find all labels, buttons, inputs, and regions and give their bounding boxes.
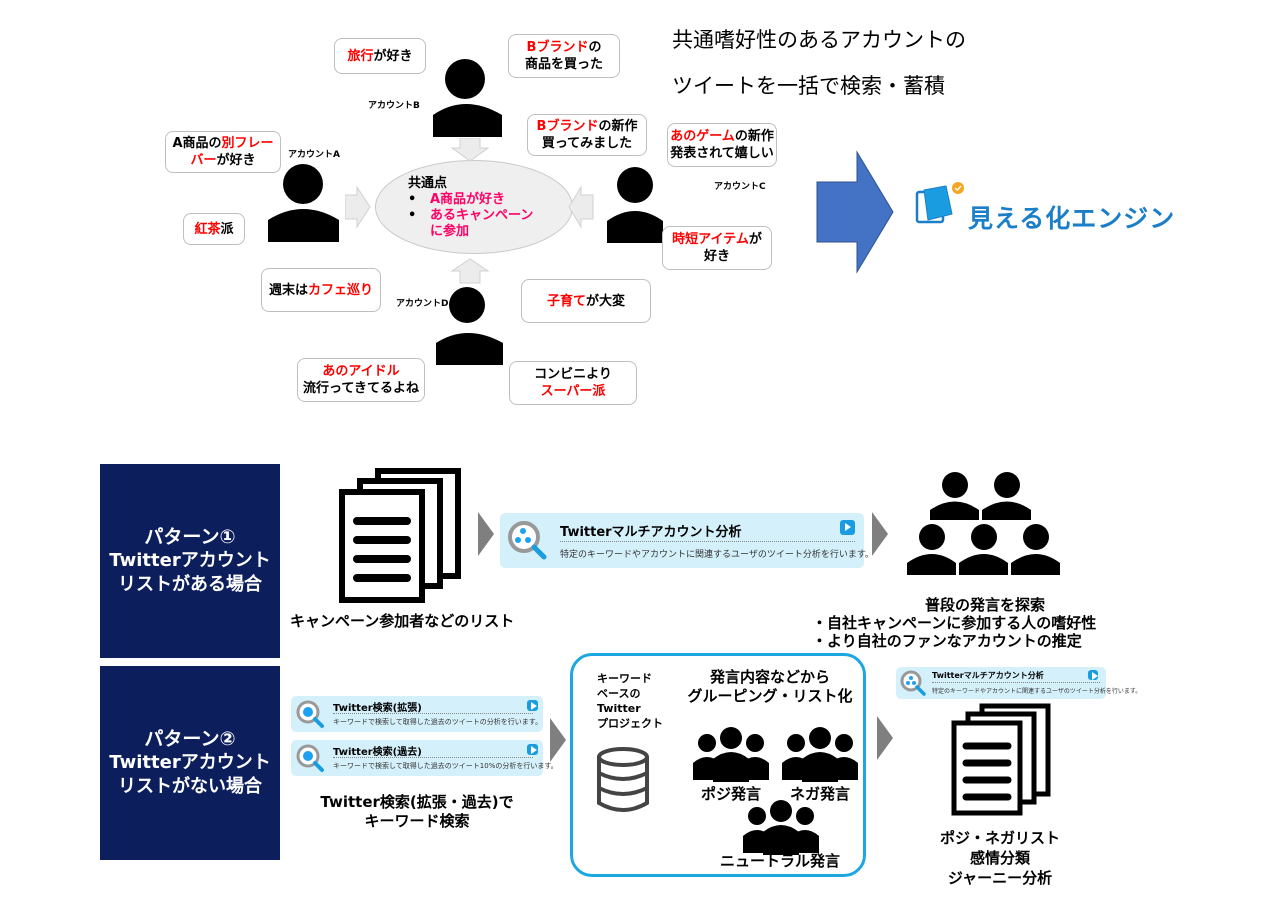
search-caption-line-2: キーワード検索: [364, 812, 470, 830]
play-icon[interactable]: [527, 744, 538, 755]
card-divider: [932, 682, 1100, 683]
account-d-label: アカウントD: [396, 299, 449, 309]
arrow-up-from-d: [450, 258, 490, 284]
bubble-d-child: 子育てが大変: [521, 279, 651, 323]
database-icon: [597, 747, 649, 812]
result-line-2: ・自社キャンペーンに参加する人の嗜好性: [812, 614, 1097, 632]
twitter-search-magnifier-icon: [508, 521, 547, 560]
positive-group-icon: [693, 727, 769, 782]
flow-arrow: [872, 512, 888, 556]
result2-line-2: 感情分類: [969, 849, 1030, 867]
twitter-search-magnifier-icon: [900, 670, 926, 696]
play-icon[interactable]: [840, 520, 855, 535]
mieruka-engine-logo-icon: [915, 182, 964, 224]
bullet: •: [408, 192, 417, 207]
headline-line-1: 共通嗜好性のあるアカウントの: [672, 28, 966, 52]
card-title: Twitter検索(拡張): [333, 703, 422, 714]
group-label-negative: ネガ発言: [789, 785, 850, 803]
card-divider: [333, 757, 533, 758]
project-label: キーワード ベースの Twitter プロジェクト: [597, 672, 663, 730]
arrow-left-from-c: [568, 185, 594, 229]
result-multi-account-card[interactable]: Twitterマルチアカウント分析 特定のキーワードやアカウントに関連するユーザ…: [896, 667, 1141, 699]
bubble-c-brand: Bブランドの新作 買ってみました: [527, 114, 647, 156]
flow-arrow: [550, 718, 566, 762]
common-points-ellipse: [375, 160, 573, 254]
pattern2-title: パターン②: [144, 728, 236, 750]
common-points-text: 共通点 • A商品が好き • あるキャンペーン に参加: [408, 176, 533, 240]
pattern2-sub1: Twitterアカウント: [109, 752, 271, 773]
common-item-2: あるキャンペーン: [430, 208, 534, 223]
result2-line-3: ジャーニー分析: [947, 869, 1053, 887]
negative-group-icon: [782, 727, 858, 782]
play-icon[interactable]: [1088, 670, 1098, 681]
search-caption-line-1: Twitter検索(拡張・過去)で: [320, 793, 514, 811]
account-b-label: アカウントB: [368, 101, 420, 111]
pattern2-box: パターン② Twitterアカウント リストがない場合: [100, 666, 280, 860]
pattern1-sub2: リストがある場合: [118, 574, 262, 595]
card-description: 特定のキーワードやアカウントに関連するユーザのツイート分析を行います。: [932, 688, 1142, 695]
group-people-icon: [907, 472, 1060, 575]
bubble-d-idol: あのアイドル 流行ってきてるよね: [297, 358, 425, 402]
play-icon[interactable]: [527, 700, 538, 711]
card-description: 特定のキーワードやアカウントに関連するユーザのツイート分析を行います。: [560, 550, 874, 560]
result-document-stack-icon: [951, 703, 1051, 816]
group-label-positive: ポジ発言: [700, 785, 761, 803]
bubble-a-tea: 紅茶派: [183, 213, 245, 245]
multi-account-analysis-card[interactable]: Twitterマルチアカウント分析 特定のキーワードやアカウントに関連するユーザ…: [500, 513, 874, 568]
bubble-b-brand: Bブランドの 商品を買った: [508, 34, 620, 78]
person-icon-account-b: [433, 59, 502, 137]
twitter-search-extended-card[interactable]: Twitter検索(拡張) キーワードで検索して取得した過去のツイートの分析を行…: [291, 696, 543, 732]
twitter-search-icon: [296, 700, 324, 728]
account-c-label: アカウントC: [714, 182, 766, 192]
grouping-title-line-2: グルーピング・リスト化: [687, 687, 853, 705]
group-label-neutral: ニュートラル発言: [719, 852, 840, 870]
person-icon-account-c: [607, 167, 663, 243]
mieruka-engine-logo-text: 見える化エンジン: [968, 204, 1176, 233]
flow-arrow: [877, 716, 893, 760]
result-line-1: 普段の発言を探索: [924, 596, 1045, 614]
bubble-d-super: コンビニより スーパー派: [509, 361, 637, 405]
common-points-title: 共通点: [408, 176, 448, 191]
twitter-search-icon: [296, 744, 324, 772]
flow-arrow: [478, 512, 494, 556]
pattern1-title: パターン①: [144, 526, 236, 548]
big-right-arrow: [816, 150, 894, 274]
common-item-2-cont: に参加: [430, 224, 470, 239]
result-line-3: ・より自社のファンなアカウントの推定: [812, 632, 1082, 650]
common-item-1: A商品が好き: [430, 192, 506, 207]
neutral-group-icon: [743, 800, 819, 855]
card-description: キーワードで検索して取得した過去のツイートの分析を行います。: [333, 718, 543, 726]
result2-line-1: ポジ・ネガリスト: [939, 829, 1060, 847]
account-a-label: アカウントA: [288, 150, 340, 160]
pattern1-box: パターン① Twitterアカウント リストがある場合: [100, 464, 280, 658]
grouping-title-line-1: 発言内容などから: [709, 668, 830, 686]
twitter-search-past-card[interactable]: Twitter検索(過去) キーワードで検索して取得した過去のツイート10%の分…: [291, 740, 558, 776]
card-title: Twitter検索(過去): [333, 747, 422, 758]
card-title: Twitterマルチアカウント分析: [932, 671, 1044, 680]
card-divider: [333, 713, 533, 714]
bubble-c-game: あのゲームの新作 発表されて嬉しい: [667, 123, 777, 167]
bubble-a-cafe: 週末はカフェ巡り: [261, 268, 381, 312]
project-grouping-frame: [570, 653, 866, 877]
person-icon-account-a: [268, 164, 339, 242]
card-title: Twitterマルチアカウント分析: [560, 525, 742, 540]
card-divider: [560, 541, 855, 542]
bubble-b-travel: 旅行が好き: [334, 38, 426, 74]
bubble-c-item: 時短アイテムが 好き: [662, 226, 772, 270]
arrow-down-from-b: [450, 138, 490, 162]
bullet: •: [408, 208, 417, 223]
document-stack-icon: [339, 468, 461, 603]
pattern1-sub1: Twitterアカウント: [109, 550, 271, 571]
card-description: キーワードで検索して取得した過去のツイート10%の分析を行います。: [333, 762, 558, 770]
bubble-a-flavor: A商品の別フレー バーが好き: [165, 131, 281, 173]
person-icon-account-d: [436, 287, 503, 365]
headline-line-2: ツイートを一括で検索・蓄積: [672, 74, 945, 98]
arrow-right-from-a: [345, 185, 371, 229]
pattern2-sub2: リストがない場合: [118, 776, 262, 797]
list-caption: キャンペーン参加者などのリスト: [290, 612, 515, 630]
